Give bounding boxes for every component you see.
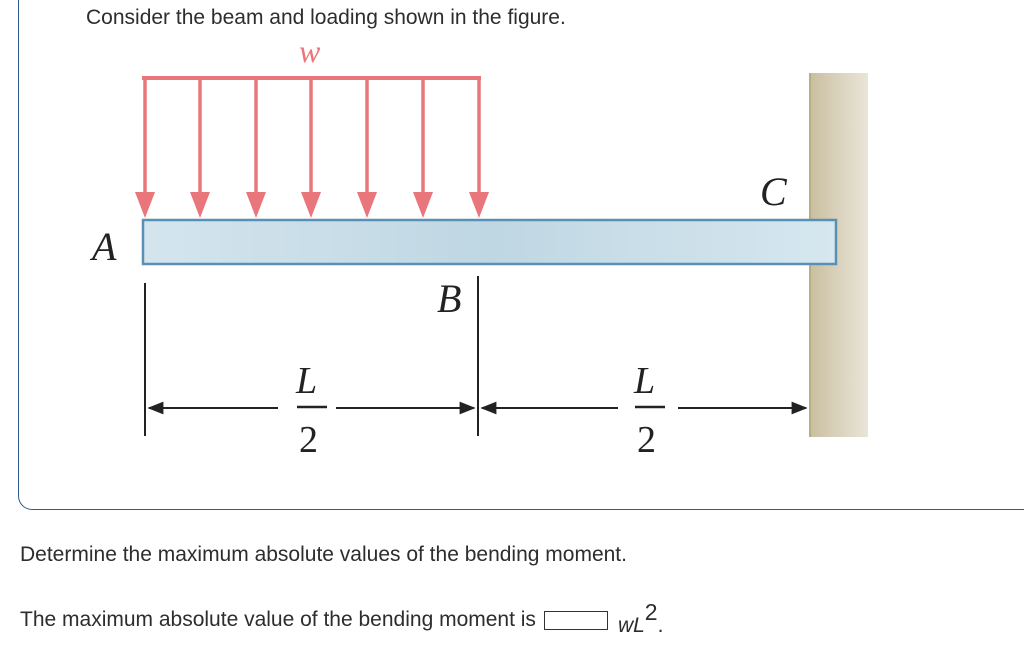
distributed-load [135, 76, 489, 218]
load-arrows [135, 78, 489, 218]
answer-row: The maximum absolute value of the bendin… [20, 599, 664, 638]
beam [141, 218, 838, 266]
point-label-b: B [437, 276, 461, 321]
unit-base: wL [617, 613, 645, 637]
problem-caption: Consider the beam and loading shown in t… [86, 6, 566, 29]
point-label-c: C [760, 169, 788, 214]
dim-left-denominator: 2 [299, 419, 318, 461]
dim-right-denominator: 2 [637, 419, 656, 461]
question-prompt: Determine the maximum absolute values of… [20, 543, 627, 566]
extension-lines [144, 276, 479, 436]
unit-exponent: 2 [644, 598, 658, 625]
dim-right-numerator: L [633, 360, 655, 402]
answer-unit: wL2. [617, 599, 664, 638]
dimension-left: L 2 [147, 360, 476, 461]
beam-figure: w [89, 33, 868, 461]
dim-left-numerator: L [295, 360, 317, 402]
point-label-a: A [89, 224, 117, 269]
load-label-w: w [299, 33, 321, 69]
answer-label: The maximum absolute value of the bendin… [20, 608, 536, 631]
bending-moment-answer-input[interactable] [543, 610, 608, 630]
dimension-right: L 2 [480, 360, 808, 461]
figure-panel [18, 0, 1024, 510]
unit-end: . [657, 613, 664, 637]
